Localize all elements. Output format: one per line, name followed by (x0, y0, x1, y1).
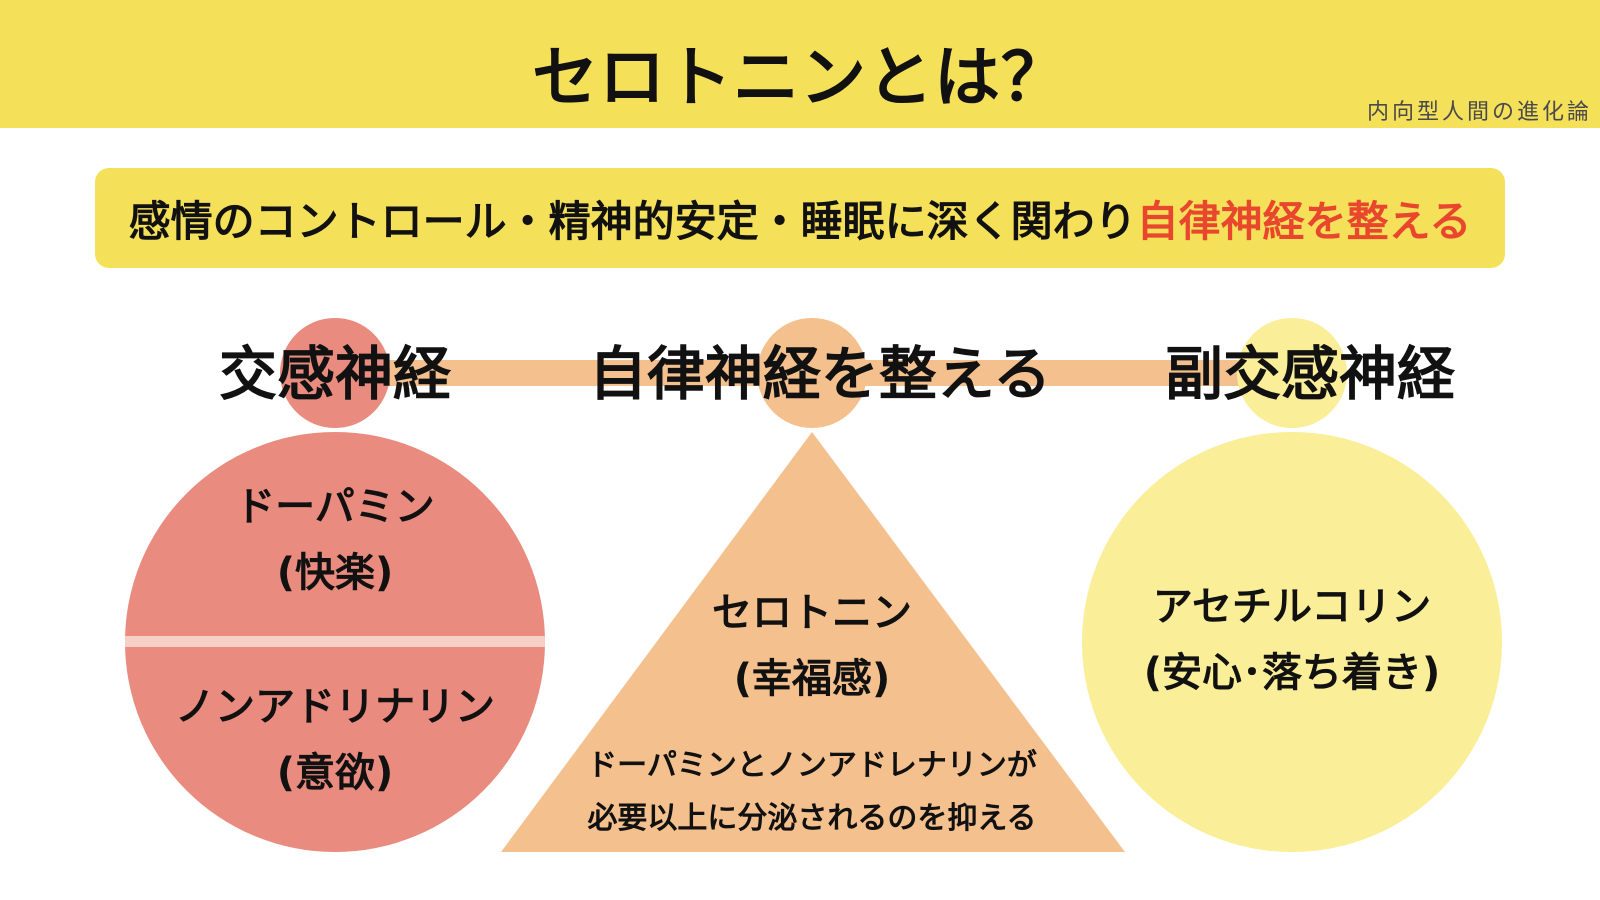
serotonin-block: セロトニン (幸福感) (612, 580, 1012, 712)
serotonin-effect: (幸福感) (733, 656, 891, 702)
balance-node (757, 318, 867, 428)
sympathetic-label: 交感神経 (218, 340, 451, 408)
dopamine-name: ドーパミン (235, 484, 435, 530)
serotonin-note: ドーパミンとノンアドレナリンが 必要以上に分泌されるのを抑える (522, 740, 1102, 845)
summary-highlight: 自律神経を整える (1136, 196, 1472, 246)
parasympathetic-label: 副交感神経 (1164, 340, 1455, 408)
noradrenaline-block: ノンアドリナリン (意欲) (125, 674, 545, 806)
parasympathetic-circle: アセチルコリン (安心･落ち着き) (1082, 432, 1502, 852)
brand-logo-text: 内向型人間の進化論 (1366, 100, 1592, 125)
page-title: セロトニンとは？ (532, 39, 1068, 116)
noradrenaline-effect: (意欲) (276, 750, 394, 796)
balance-label: 自律神経を整える (588, 340, 1052, 408)
serotonin-note-line1: ドーパミンとノンアドレナリンが (587, 748, 1037, 783)
acetylcholine-block: アセチルコリン (安心･落ち着き) (1082, 574, 1502, 706)
summary-text: 感情のコントロール・精神的安定・睡眠に深く関わり (128, 196, 1137, 246)
header-bar (0, 0, 1600, 128)
acetylcholine-name: アセチルコリン (1152, 584, 1432, 630)
serotonin-name: セロトニン (712, 590, 912, 636)
circle-divider (125, 636, 545, 647)
serotonin-note-line2: 必要以上に分泌されるのを抑える (587, 800, 1037, 836)
summary-banner: 感情のコントロール・精神的安定・睡眠に深く関わり自律神経を整える (95, 168, 1505, 268)
dopamine-effect: (快楽) (276, 550, 394, 596)
sympathetic-circle: ドーパミン (快楽) ノンアドリナリン (意欲) (125, 432, 545, 852)
acetylcholine-effect: (安心･落ち着き) (1143, 650, 1441, 696)
sympathetic-node (280, 318, 390, 428)
triangle-shape (501, 432, 1125, 852)
parasympathetic-node (1237, 318, 1347, 428)
dopamine-block: ドーパミン (快楽) (125, 474, 545, 606)
noradrenaline-name: ノンアドリナリン (175, 684, 495, 730)
